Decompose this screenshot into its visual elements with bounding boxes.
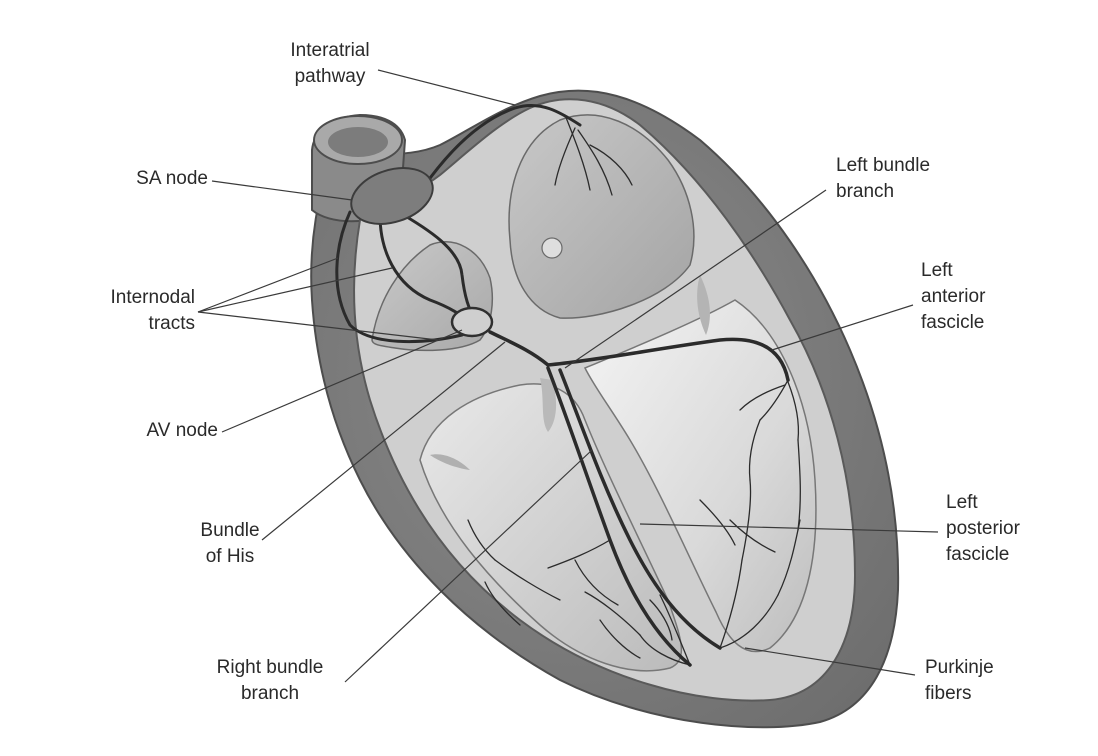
leader-left-bundle-branch (564, 189, 827, 369)
leader-left-posterior-fascicle (639, 523, 939, 533)
label-line: Bundle (200, 520, 260, 541)
leader-bundle-of-his (261, 341, 506, 541)
label-line: Left (946, 492, 978, 513)
label-line: SA node (136, 168, 208, 189)
label-line: Right bundle (216, 657, 324, 678)
label-line: branch (836, 181, 895, 202)
leader-interatrial-pathway (377, 69, 516, 106)
label-sa-node: SA node (90, 166, 208, 192)
left-atrium (508, 114, 695, 319)
label-interatrial-pathway: Interatrial pathway (265, 38, 395, 90)
label-line: fascicle (946, 544, 1010, 565)
leader-sa-node (211, 180, 353, 201)
leader-av-node (221, 329, 463, 433)
leader-right-bundle-branch (344, 449, 593, 683)
label-internodal-tracts: Internodal tracts (60, 285, 195, 337)
leader-purkinje-fibers (744, 647, 916, 676)
left-anterior-fascicle-line (546, 337, 790, 382)
label-left-bundle-branch: Left bundle branch (836, 153, 996, 205)
label-left-anterior-fascicle: Left anterior fascicle (921, 258, 1041, 336)
label-line: Left bundle (836, 155, 931, 176)
label-line: posterior (946, 518, 1020, 539)
label-line: fascicle (921, 312, 985, 333)
label-bundle-of-his: Bundle of His (160, 518, 300, 570)
internodal-tract-posterior (335, 210, 464, 344)
left-ventricle (583, 299, 817, 653)
label-line: of His (205, 546, 255, 567)
left-posterior-fascicle-line (558, 368, 722, 650)
label-line: AV node (146, 420, 218, 441)
label-left-posterior-fascicle: Left posterior fascicle (946, 490, 1076, 568)
leader-internodal-3 (197, 311, 439, 341)
label-line: Internodal (110, 287, 195, 308)
label-av-node: AV node (100, 418, 218, 444)
label-line: Interatrial (290, 40, 370, 61)
leader-lines (197, 69, 939, 683)
leader-internodal-1 (197, 257, 339, 313)
label-right-bundle-branch: Right bundle branch (195, 655, 345, 707)
label-line: Purkinje (925, 657, 994, 678)
label-line: branch (240, 683, 300, 704)
av-node-shape (450, 306, 494, 338)
label-line: fibers (925, 683, 972, 704)
purkinje-network (467, 114, 801, 666)
label-line: anterior (921, 286, 986, 307)
label-purkinje-fibers: Purkinje fibers (925, 655, 1045, 707)
leader-left-anterior-fascicle (771, 304, 914, 351)
pulmonary-vein-opening (541, 237, 563, 259)
leader-internodal-2 (197, 267, 393, 313)
label-line: pathway (294, 66, 366, 87)
bundle-of-his-line (488, 330, 550, 367)
label-line: Left (921, 260, 953, 281)
sa-node-shape (350, 167, 434, 225)
interatrial-pathway-line (423, 103, 582, 187)
label-line: tracts (148, 313, 195, 334)
conduction-system (335, 103, 801, 667)
